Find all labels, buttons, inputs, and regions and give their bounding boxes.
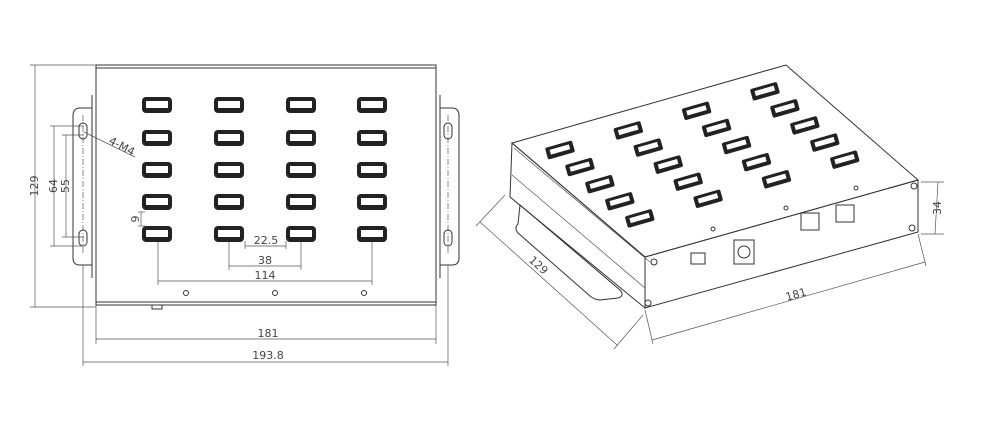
screw — [644, 299, 652, 307]
iso-dim-height: 34 — [931, 201, 944, 215]
usb-a-port — [357, 194, 387, 210]
iso-usb-port — [585, 175, 615, 194]
led — [853, 185, 859, 191]
dim-overall-width: 193.8 — [252, 349, 284, 362]
usb-a-port — [286, 162, 316, 178]
iso-usb-port — [545, 140, 575, 160]
top-view: 129 64 55 4-M4 9 22.5 38 114 181 193.8 — [28, 64, 460, 366]
usb-a-port — [286, 97, 316, 113]
usb-a-port — [357, 226, 387, 242]
screw — [910, 182, 918, 190]
iso-usb-port — [613, 121, 643, 140]
iso-dim-depth: 129 — [526, 254, 550, 278]
iso-usb-port — [810, 133, 840, 152]
dim-height: 129 — [28, 176, 41, 197]
usb-b-port — [835, 204, 855, 223]
iso-dim-width: 181 — [784, 285, 808, 303]
screw-hole — [361, 290, 367, 296]
dim-col-pitch: 38 — [258, 254, 272, 267]
iso-usb-port — [701, 118, 732, 138]
usb-a-port — [357, 162, 387, 178]
usb-a-port — [357, 97, 387, 113]
usb-a-port — [142, 97, 172, 113]
iso-usb-port — [770, 99, 800, 118]
iso-usb-port — [693, 189, 723, 208]
iso-usb-port — [633, 138, 663, 157]
usb-a-port — [142, 130, 172, 146]
iso-usb-port — [741, 152, 772, 172]
dim-row-pitch: 9 — [129, 216, 142, 223]
front-face — [644, 179, 919, 309]
screw — [650, 258, 658, 266]
usb-a-port — [214, 97, 244, 113]
usb-a-port — [214, 162, 244, 178]
dim-span: 114 — [255, 269, 276, 282]
iso-usb-port — [625, 209, 655, 228]
iso-usb-port — [790, 116, 820, 135]
iso-usb-port — [721, 135, 752, 155]
left-flange — [72, 107, 92, 266]
usb-a-port — [286, 130, 316, 146]
dim-flange-outer: 64 — [47, 179, 60, 193]
dim-width: 181 — [258, 327, 279, 340]
usb-a-port — [214, 130, 244, 146]
iso-usb-port — [681, 101, 712, 121]
power-switch — [690, 252, 706, 265]
iso-usb-port — [750, 82, 780, 101]
led — [710, 226, 716, 232]
dim-flange-inner: 55 — [59, 179, 72, 193]
usb-a-port — [214, 226, 244, 242]
dim-port-gap: 22.5 — [254, 234, 279, 247]
screw — [908, 224, 916, 232]
usb-a-port — [142, 162, 172, 178]
iso-usb-port — [761, 170, 792, 189]
iso-flange — [515, 204, 623, 301]
usb-b-port — [800, 212, 820, 231]
usb-a-port — [286, 226, 316, 242]
iso-usb-port — [653, 155, 683, 174]
usb-a-port — [142, 226, 172, 242]
iso-usb-port — [830, 150, 860, 169]
dim-holes: 4-M4 — [107, 134, 137, 158]
iso-usb-port — [605, 192, 635, 211]
enclosure-outline — [95, 64, 437, 306]
screw-hole — [183, 290, 189, 296]
usb-a-port — [214, 194, 244, 210]
usb-a-port — [142, 194, 172, 210]
iso-view: 129 181 34 — [475, 64, 944, 350]
right-flange — [440, 107, 460, 266]
iso-usb-port — [673, 172, 703, 191]
usb-a-port — [357, 130, 387, 146]
usb-a-port — [286, 194, 316, 210]
led — [783, 205, 789, 211]
dc-jack — [733, 239, 755, 265]
iso-usb-port — [565, 157, 595, 177]
screw-hole — [272, 290, 278, 296]
